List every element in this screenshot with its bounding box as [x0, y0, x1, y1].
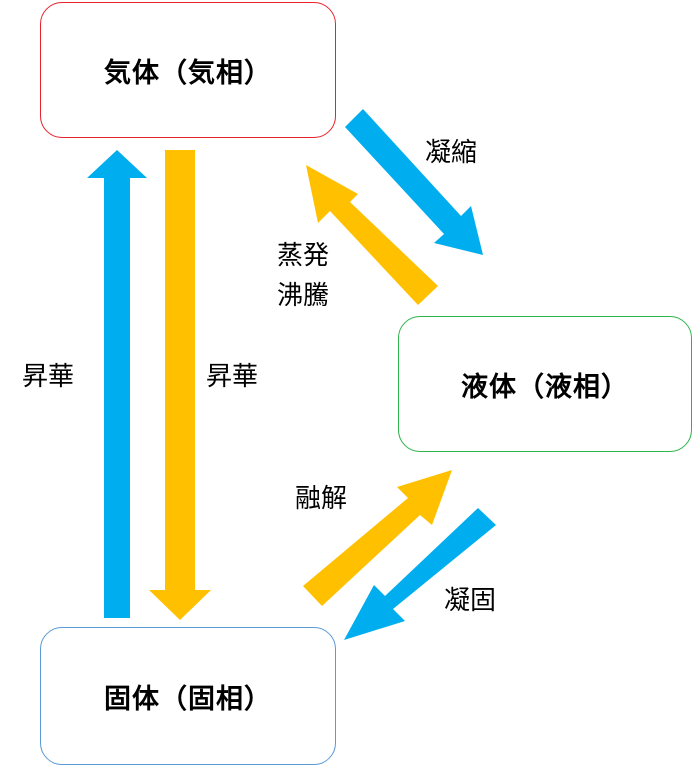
arrow-evaporation — [306, 165, 438, 305]
solid-state-box: 固体（固相） — [40, 627, 336, 765]
gas-state-box: 気体（気相） — [40, 2, 336, 138]
arrow-condensation — [345, 109, 483, 255]
liquid-state-label: 液体（液相） — [461, 371, 629, 403]
condensation-label: 凝縮 — [425, 138, 478, 168]
evaporation-label: 蒸発 — [277, 241, 330, 271]
arrow-sublimation-up — [87, 150, 147, 618]
arrow-melting — [303, 470, 452, 606]
boiling-label: 沸騰 — [277, 281, 330, 311]
sublimation-down-label: 昇華 — [206, 362, 259, 392]
solid-state-label: 固体（固相） — [104, 683, 272, 715]
freezing-label: 凝固 — [444, 586, 497, 616]
arrow-sublimation-down — [149, 150, 211, 620]
sublimation-up-label: 昇華 — [22, 362, 75, 392]
melting-label: 融解 — [295, 484, 348, 514]
arrow-freezing — [344, 508, 496, 640]
gas-state-label: 気体（気相） — [104, 57, 272, 89]
liquid-state-box: 液体（液相） — [398, 316, 692, 452]
